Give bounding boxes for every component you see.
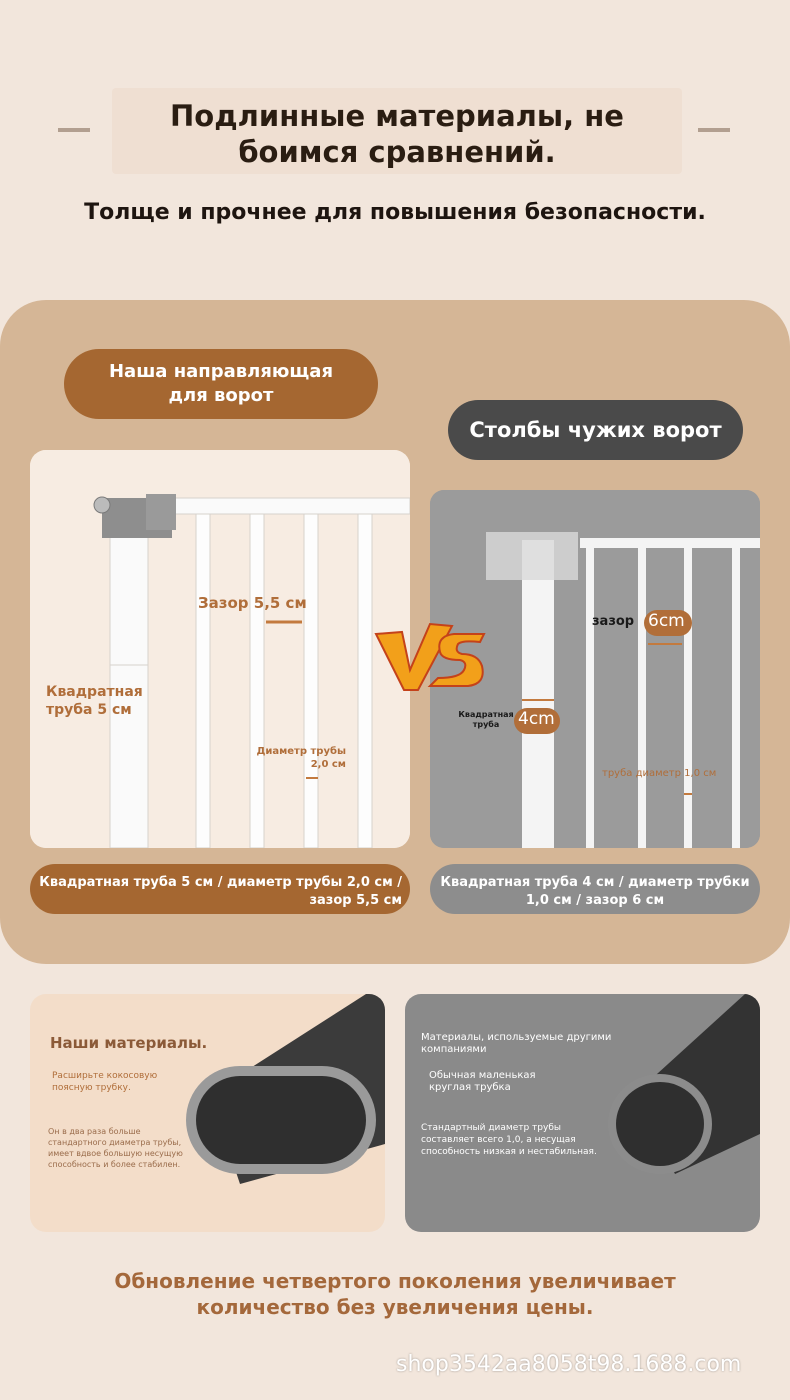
other-materials-desc: Стандартный диаметр трубы составляет все… bbox=[421, 1123, 597, 1157]
other-materials-title: Материалы, используемые другими компания… bbox=[421, 1032, 612, 1055]
our-spec-caption: Квадратная труба 5 см / диаметр трубы 2,… bbox=[30, 864, 410, 914]
vs-icon bbox=[374, 622, 486, 691]
our-gap-label: Зазор 5,5 см bbox=[198, 594, 307, 612]
other-materials-card: Материалы, используемые другими компания… bbox=[405, 994, 760, 1232]
other-gap-value: 6cm bbox=[648, 611, 685, 631]
other-diameter-label: труба диаметр 1,0 см bbox=[602, 768, 717, 779]
header-divider-right bbox=[698, 128, 730, 132]
oval-tube-illustration bbox=[186, 994, 385, 1184]
our-materials-title: Наши материалы. bbox=[50, 1034, 208, 1052]
other-gap-prefix: зазор bbox=[592, 614, 635, 629]
page-subtitle: Толще и прочнее для повышения безопаснос… bbox=[84, 200, 706, 225]
round-tube-illustration bbox=[608, 994, 760, 1174]
header-divider-left bbox=[58, 128, 90, 132]
other-gate-drawing bbox=[430, 490, 760, 848]
our-diameter-label: Диаметр трубы 2,0 см bbox=[256, 746, 346, 770]
header-banner bbox=[112, 88, 682, 174]
our-materials-desc: Он в два раза больше стандартного диамет… bbox=[48, 1127, 183, 1169]
our-materials-hint: Расширьте кокосовую поясную трубку. bbox=[52, 1071, 158, 1093]
other-square-value: 4cm bbox=[518, 709, 555, 729]
other-spec-caption: Квадратная труба 4 см / диаметр трубки 1… bbox=[430, 864, 760, 914]
other-square-prefix: Квадратная труба bbox=[458, 710, 514, 729]
other-gate-image: зазор 6cm Квадратная труба 4cm труба диа… bbox=[430, 490, 760, 848]
our-gate-label: Наша направляющая для ворот bbox=[64, 349, 378, 419]
other-gate-label: Столбы чужих ворот bbox=[448, 400, 743, 460]
our-gate-drawing bbox=[30, 450, 410, 848]
our-materials-card: Наши материалы. Расширьте кокосовую пояс… bbox=[30, 994, 385, 1232]
footer-tagline: Обновление четвертого поколения увеличив… bbox=[114, 1269, 676, 1319]
page-title: Подлинные материалы, не боимся сравнений… bbox=[170, 99, 624, 169]
our-gate-image: Зазор 5,5 см Квадратная труба 5 см Диаме… bbox=[30, 450, 410, 848]
other-materials-hint: Обычная маленькая круглая трубка bbox=[429, 1070, 536, 1093]
our-square-tube-label: Квадратная труба 5 см bbox=[46, 684, 143, 718]
shop-watermark: shop3542aa8058t98.1688.com bbox=[396, 1352, 742, 1377]
